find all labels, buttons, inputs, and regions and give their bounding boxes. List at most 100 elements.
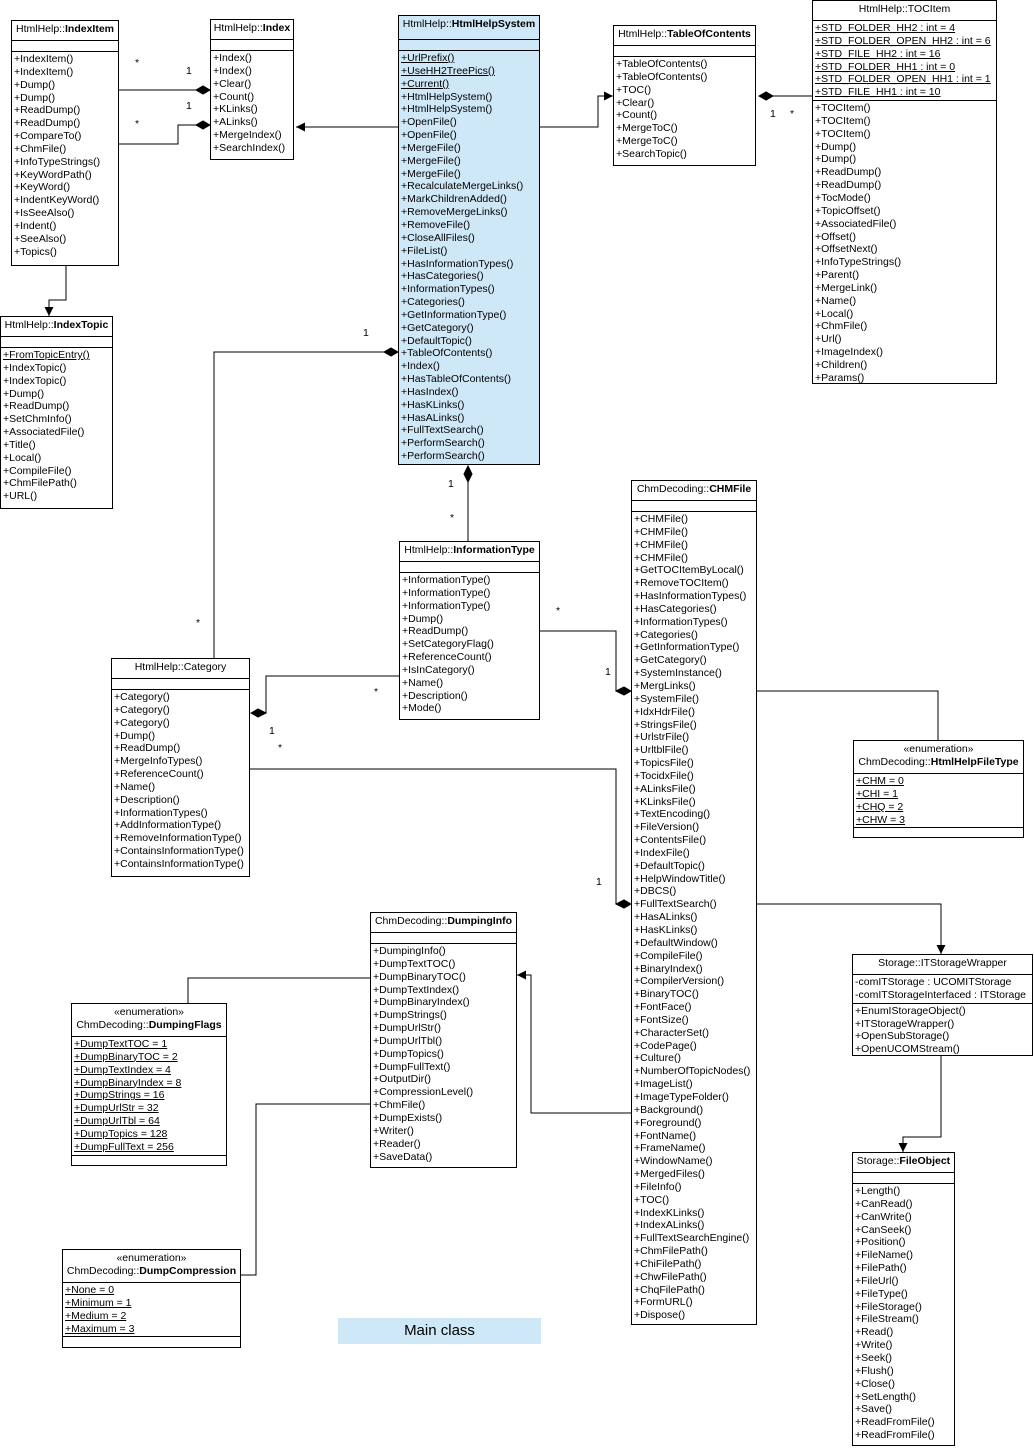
class-tableofcontents[interactable]: HtmlHelp::TableOfContents +TableOfConten…: [613, 25, 756, 166]
class-member: +URL(): [3, 490, 38, 503]
class-member: +ChmFile(): [14, 142, 67, 155]
class-member: +Seek(): [855, 1351, 893, 1364]
class-member: -comITStorageInterfaced : ITStorage: [855, 988, 1026, 1001]
class-member: +DumpBinaryTOC(): [373, 970, 466, 983]
class-member: +Count(): [213, 90, 255, 103]
class-member: +GetCategory(): [634, 654, 707, 667]
class-member: +Title(): [3, 438, 36, 451]
class-member: +CanSeek(): [855, 1223, 912, 1236]
class-member: +RemoveTOCItem(): [634, 577, 729, 590]
class-member: +ReadDump(): [14, 104, 81, 117]
class-member: +STD_FILE_HH2 : int = 16: [815, 47, 941, 60]
multiplicity-label: *: [196, 617, 201, 629]
class-header: HtmlHelp::InformationType: [400, 542, 539, 562]
class-member: +ReadFromFile(): [855, 1429, 935, 1442]
class-informationtype[interactable]: HtmlHelp::InformationType +InformationTy…: [399, 541, 540, 720]
diamond-system-infotype: [463, 464, 473, 484]
multiplicity-label: *: [135, 57, 140, 69]
class-member: +HasCategories(): [634, 602, 717, 615]
class-member: +ImageIndex(): [815, 346, 883, 359]
enum-dumpcompression[interactable]: «enumeration»ChmDecoding::DumpCompressio…: [62, 1249, 241, 1348]
association-compression-dumpinginfo: [241, 1103, 370, 1276]
operations-section: +InformationType()+InformationType()+Inf…: [400, 573, 539, 716]
class-member: +HasKLinks(): [401, 398, 465, 411]
class-member: +Medium = 2: [65, 1309, 127, 1322]
literals-section: +None = 0+Minimum = 1+Medium = 2+Maximum…: [63, 1283, 240, 1338]
class-member: +AssociatedFile(): [3, 426, 85, 439]
operations-section: +CHMFile()+CHMFile()+CHMFile()+CHMFile()…: [632, 512, 756, 1323]
class-dumpinginfo[interactable]: ChmDecoding::DumpingInfo +DumpingInfo()+…: [370, 912, 517, 1168]
class-member: +FilePath(): [855, 1262, 907, 1275]
class-member: +FromTopicEntry(): [3, 349, 90, 361]
class-member: +DumpTextTOC(): [373, 957, 456, 970]
class-member: +ReadDump(): [815, 179, 882, 192]
class-index[interactable]: HtmlHelp::Index +Index()+Index()+Clear()…: [210, 19, 294, 160]
operations-section: +EnumIStorageObject()+ITStorageWrapper()…: [853, 1004, 1032, 1055]
class-member: +CloseAllFiles(): [401, 231, 475, 244]
class-member: +Categories(): [634, 628, 698, 641]
class-htmlhelpsystem[interactable]: HtmlHelp::HtmlHelpSystem +UrlPrefix()+Us…: [398, 15, 540, 465]
diamond-system-category: [382, 347, 400, 357]
class-member: +MergeLink(): [815, 281, 878, 294]
class-member: +ITStorageWrapper(): [855, 1017, 955, 1030]
class-member: +Dump(): [3, 387, 45, 400]
class-member: +GetCategory(): [401, 321, 474, 334]
class-member: +Dump(): [402, 612, 444, 625]
class-member: +SystemFile(): [634, 692, 700, 705]
class-tocitem[interactable]: HtmlHelp::TOCItem +STD_FOLDER_HH2 : int …: [812, 0, 997, 384]
class-member: +DumpUrlStr = 32: [74, 1102, 159, 1115]
class-member: +SetLength(): [855, 1390, 917, 1403]
class-member: +TableOfContents(): [616, 58, 708, 70]
class-member: +SystemInstance(): [634, 667, 722, 680]
class-member: +DefaultTopic(): [401, 334, 472, 347]
multiplicity-label: 1: [186, 100, 192, 112]
class-member: +Category(): [114, 691, 170, 703]
class-member: +ALinks(): [213, 116, 258, 129]
class-member: +Url(): [815, 333, 842, 346]
class-member: +OpenFile(): [401, 129, 457, 142]
class-member: +TOC(): [616, 83, 652, 96]
class-itstoragewrapper[interactable]: Storage::ITStorageWrapper -comITStorage …: [852, 954, 1033, 1056]
class-member: +FullTextSearch(): [401, 424, 484, 437]
class-member: +FontName(): [634, 1129, 697, 1142]
class-member: +DumpBinaryIndex(): [373, 996, 470, 1009]
class-category[interactable]: HtmlHelp::Category +Category()+Category(…: [111, 658, 250, 877]
class-member: +Index(): [213, 64, 252, 77]
class-indextopic[interactable]: HtmlHelp::IndexTopic +FromTopicEntry() +…: [0, 316, 113, 509]
class-member: +Read(): [855, 1326, 894, 1339]
class-member: +FileName(): [855, 1249, 914, 1262]
diamond-index-1: [194, 85, 212, 95]
composition-chmfile-category: [250, 768, 617, 904]
class-member: +PerformSearch(): [401, 437, 485, 450]
class-member: +SaveData(): [373, 1150, 433, 1163]
class-member: +EnumIStorageObject(): [855, 1004, 966, 1017]
class-member: +FontFace(): [634, 1001, 692, 1014]
class-member: +DumpTextIndex(): [373, 983, 460, 996]
class-member: +ContentsFile(): [634, 834, 707, 847]
class-member: +InformationTypes(): [401, 283, 495, 296]
class-fileobject[interactable]: Storage::FileObject +Length()+CanRead()+…: [852, 1152, 955, 1446]
class-member: +None = 0: [65, 1284, 115, 1296]
class-member: +HasInformationTypes(): [634, 590, 747, 603]
enum-dumpingflags[interactable]: «enumeration»ChmDecoding::DumpingFlags +…: [71, 1003, 227, 1166]
class-member: +BinaryIndex(): [634, 962, 703, 975]
class-member: +HasTableOfContents(): [401, 373, 512, 386]
class-member: +Local(): [3, 451, 42, 464]
class-header: Storage::FileObject: [853, 1153, 954, 1173]
class-indexitem[interactable]: HtmlHelp::IndexItem +IndexItem()+IndexIt…: [11, 20, 119, 266]
enum-htmlhelpfiletype[interactable]: «enumeration»ChmDecoding::HtmlHelpFileTy…: [853, 740, 1024, 838]
class-member: +DumpTextTOC = 1: [74, 1038, 168, 1050]
diamond-chmfile-2: [614, 899, 633, 909]
class-member: +ChqFilePath(): [634, 1283, 705, 1296]
class-header: HtmlHelp::Index: [211, 20, 293, 40]
class-member: +IndexItem(): [14, 65, 74, 78]
class-chmfile[interactable]: ChmDecoding::CHMFile +CHMFile()+CHMFile(…: [631, 480, 757, 1325]
class-member: +DumpUrlStr(): [373, 1022, 441, 1035]
class-member: +Clear(): [616, 96, 655, 109]
class-member: +Background(): [634, 1103, 704, 1116]
class-member: +TOCItem(): [815, 102, 871, 115]
class-member: +IsInCategory(): [402, 663, 475, 676]
class-member: +NumberOfTopicNodes(): [634, 1065, 751, 1078]
operations-section: +UrlPrefix()+UseHH2TreePics()+Current() …: [399, 51, 539, 464]
class-member: +Topics(): [14, 245, 57, 258]
